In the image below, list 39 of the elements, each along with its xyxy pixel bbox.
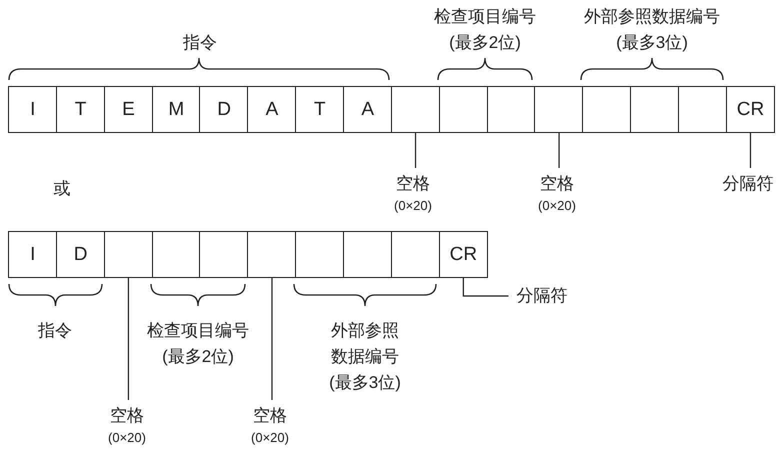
character-cell: A xyxy=(247,86,297,133)
character-cell: CR xyxy=(438,231,488,278)
group-label: 指令 xyxy=(182,32,218,54)
leader-line xyxy=(750,133,752,168)
leader-line xyxy=(414,133,416,168)
character-cell: A xyxy=(342,86,392,133)
character-cell: CR xyxy=(726,86,776,133)
group-label: 检查项目编号 xyxy=(146,320,250,342)
hex-code: (0×20) xyxy=(394,197,432,215)
hex-code: (0×20) xyxy=(251,429,289,447)
group-label: 外部参照数据编号 xyxy=(583,6,721,28)
field-label: 分隔符 xyxy=(516,285,568,307)
character-cell: D xyxy=(56,231,106,278)
hex-code: (0×20) xyxy=(108,429,146,447)
leader-line xyxy=(271,278,273,400)
character-cell: T xyxy=(295,86,345,133)
digit-note: (最多3位) xyxy=(615,32,689,54)
group-label: 外部参照数据编号 xyxy=(330,320,400,368)
group-label: 指令 xyxy=(37,320,73,342)
field-label: 空格 xyxy=(253,405,287,427)
field-label: 空格 xyxy=(396,173,430,195)
leader-line xyxy=(128,278,130,400)
character-cell: M xyxy=(152,86,201,133)
field-label: 空格 xyxy=(110,405,144,427)
character-cell: E xyxy=(104,86,154,133)
character-cell: I xyxy=(8,231,58,278)
digit-note: (最多2位) xyxy=(161,346,235,368)
character-cell: D xyxy=(199,86,249,133)
leader-line xyxy=(462,278,508,297)
digit-note: (最多3位) xyxy=(328,372,402,394)
digit-note: (最多2位) xyxy=(448,32,522,54)
field-label: 空格 xyxy=(540,173,574,195)
field-label: 分隔符 xyxy=(722,173,774,195)
group-label: 检查项目编号 xyxy=(433,6,537,28)
leader-line xyxy=(558,133,560,168)
hex-code: (0×20) xyxy=(538,197,576,215)
character-cell: T xyxy=(56,86,106,133)
or-label: 或 xyxy=(52,178,72,200)
character-cell: I xyxy=(8,86,58,133)
